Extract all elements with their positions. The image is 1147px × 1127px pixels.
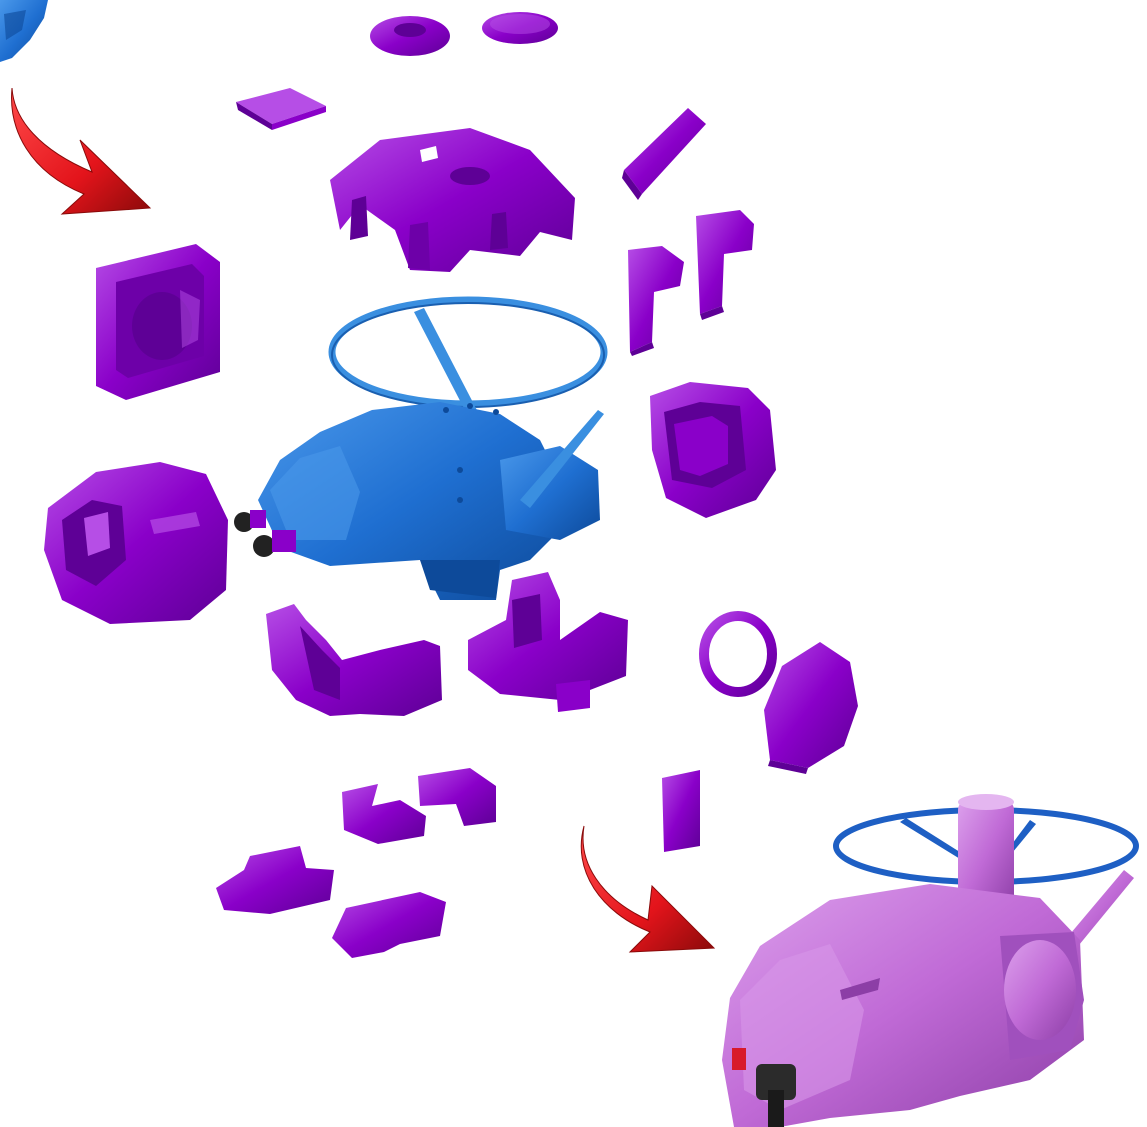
- l-bracket-part: [628, 246, 684, 356]
- lower-saddle-part: [266, 604, 442, 716]
- top-disc-part: [370, 16, 450, 56]
- small-block-part: [418, 768, 496, 826]
- top-housing-cover: [330, 128, 575, 272]
- conical-end-cover: [650, 382, 776, 518]
- round-end-plate: [764, 642, 858, 774]
- square-end-cover: [96, 244, 220, 400]
- flat-tab-plate: [216, 846, 334, 914]
- curved-red-arrow-icon: [12, 88, 150, 214]
- assembled-actuator-photo: [722, 794, 1136, 1127]
- l-bracket-part: [696, 210, 754, 320]
- small-block-part: [662, 770, 700, 852]
- diagonal-bar-part: [622, 108, 706, 200]
- flat-tab-plate: [332, 892, 446, 958]
- small-block-part: [342, 784, 426, 844]
- o-ring-part: [704, 616, 772, 692]
- central-actuator-body: [234, 300, 604, 600]
- top-disc-part: [482, 12, 558, 44]
- blue-actuator-corner-fragment: [0, 0, 48, 62]
- flat-cover-plate: [236, 88, 326, 130]
- motor-end-cover: [44, 462, 228, 624]
